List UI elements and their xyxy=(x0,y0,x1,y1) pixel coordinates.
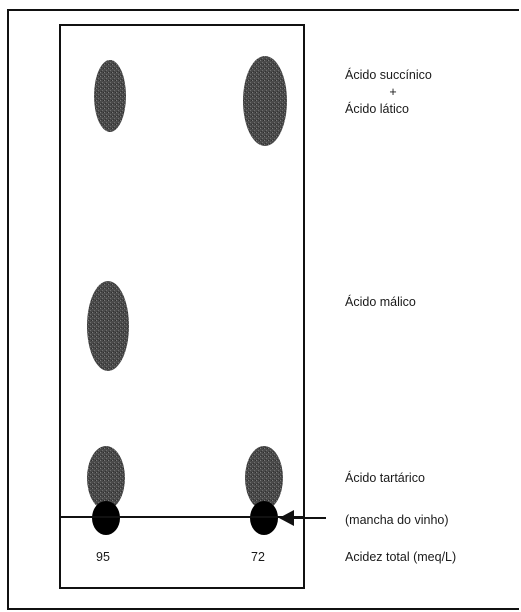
label-tartaric-acid: Ácido tartárico xyxy=(345,470,425,485)
label-lactic-acid: Ácido lático xyxy=(345,101,409,116)
label-succinic-acid: Ácido succínico xyxy=(345,67,432,82)
spot-lane1-malic xyxy=(87,281,129,371)
label-wine-spot: (mancha do vinho) xyxy=(345,513,449,527)
spot-lane1-tartaric xyxy=(87,446,125,510)
spot-lane2-tartaric xyxy=(245,446,283,510)
spot-lane1-succinic-lactic xyxy=(94,60,126,132)
outer-frame xyxy=(7,9,519,610)
label-plus: + xyxy=(389,85,396,99)
lane1-acidity-value: 95 xyxy=(96,550,110,564)
spot-lane2-succinic-lactic xyxy=(243,56,287,146)
lane2-acidity-value: 72 xyxy=(251,550,265,564)
paper-strip xyxy=(59,24,305,589)
label-total-acidity: Acidez total (meq/L) xyxy=(345,550,456,564)
origin-arrow-icon xyxy=(279,510,294,526)
label-malic-acid: Ácido málico xyxy=(345,294,416,309)
